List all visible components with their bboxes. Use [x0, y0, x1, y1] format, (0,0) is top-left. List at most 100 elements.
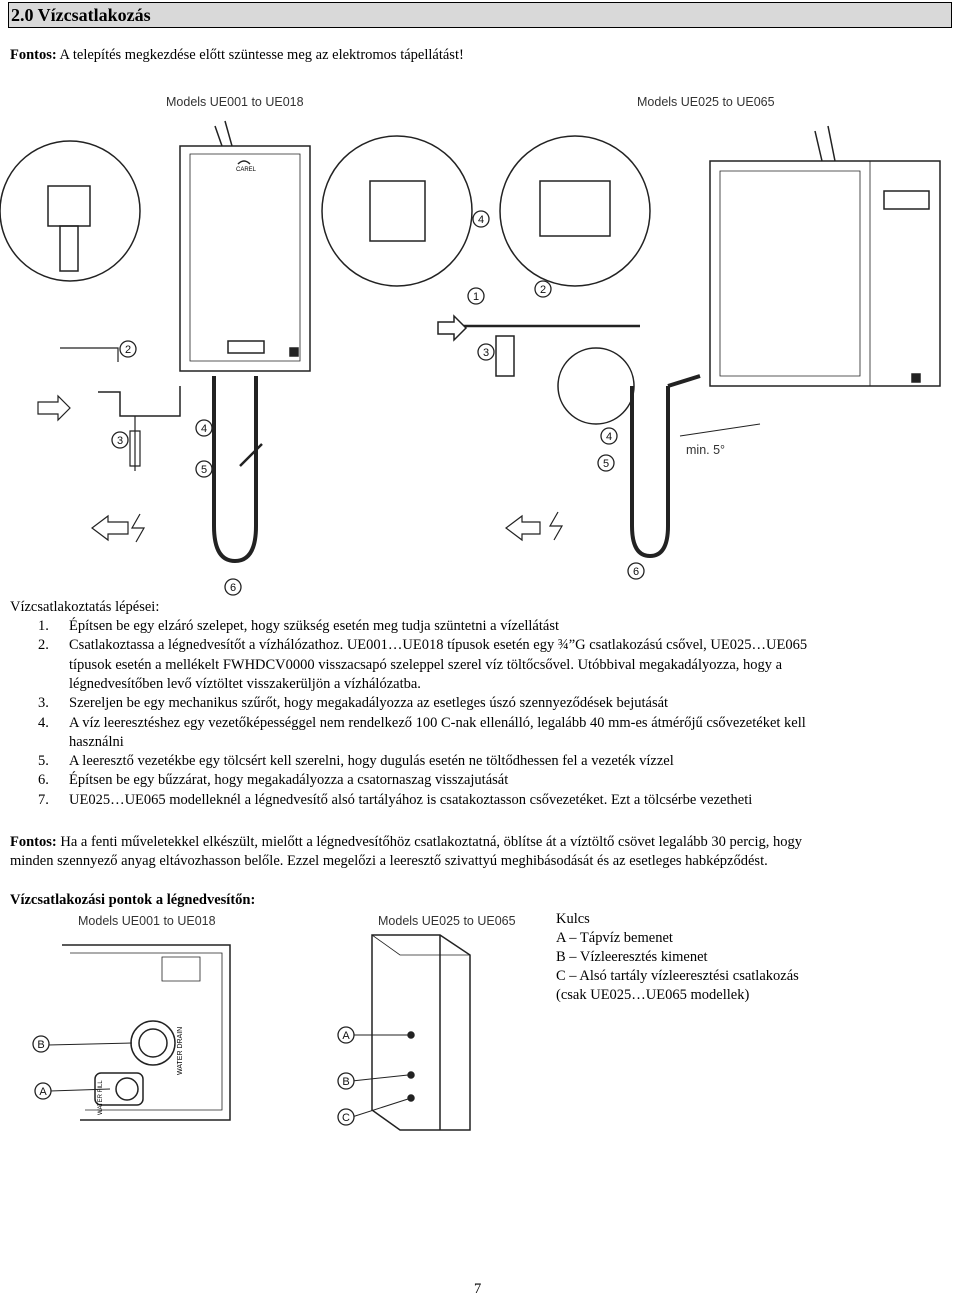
svg-text:4: 4	[478, 214, 484, 226]
step-number: 5.	[38, 753, 49, 770]
diagram-right-title: Models UE025 to UE065	[637, 95, 775, 109]
svg-text:3: 3	[483, 347, 489, 359]
svg-text:B: B	[37, 1039, 44, 1051]
key-item-b: B – Vízleeresztés kimenet	[556, 949, 708, 965]
detail-valve-circle	[0, 140, 141, 282]
section-header: 2.0 Vízcsatlakozás	[8, 2, 952, 28]
svg-text:5: 5	[201, 464, 207, 476]
humidifier-large-unit	[709, 125, 941, 387]
svg-text:6: 6	[230, 582, 236, 594]
key-item-c-note: (csak UE025…UE065 modellek)	[556, 987, 750, 1003]
callout-4-right: 4	[600, 427, 618, 445]
points-right-title: Models UE025 to UE065	[378, 914, 516, 928]
callout-1-left: 2	[119, 340, 137, 358]
drain-outlet-arrow-right-icon	[505, 514, 541, 542]
warning-text: A telepítés megkezdése előtt szüntesse m…	[56, 47, 464, 63]
svg-text:2: 2	[540, 284, 546, 296]
callout-2-mid: 2	[534, 280, 552, 298]
callout-b-right: B	[337, 1072, 355, 1090]
leader-b-right	[351, 1074, 409, 1082]
svg-text:A: A	[39, 1086, 47, 1098]
step-number: 6.	[38, 772, 49, 789]
leader-a-left	[49, 1088, 111, 1092]
leader-b-left	[47, 1042, 133, 1046]
step-text: típusok esetén a mellékelt FWHDCV0000 vi…	[69, 656, 783, 673]
detail-connector-circle-1	[321, 135, 473, 287]
page-number: 7	[474, 1281, 482, 1297]
water-drain-label: WATER DRAIN	[177, 1027, 184, 1075]
callout-c-right: C	[337, 1108, 355, 1126]
step-text: A víz leeresztéshez egy vezetőképességge…	[69, 714, 806, 731]
key-title: Kulcs	[556, 911, 590, 927]
svg-text:5: 5	[603, 458, 609, 470]
filter-icon	[129, 416, 141, 471]
connection-points-title: Vízcsatlakozási pontok a légnedvesítőn:	[10, 892, 256, 908]
svg-text:4: 4	[201, 423, 207, 435]
svg-text:6: 6	[633, 566, 639, 578]
slope-line	[679, 423, 761, 437]
step-text: használni	[69, 733, 124, 750]
step-text: Csatlakoztassa a légnedvesítőt a vízháló…	[69, 637, 808, 654]
drain-outlet-arrow-icon	[91, 514, 129, 542]
small-unit-bottom	[62, 944, 231, 1121]
drain-pipe-right	[630, 374, 701, 559]
connection-points-diagram: Models UE001 to UE018 Models UE025 to UE…	[32, 914, 516, 1131]
callout-4-mid: 4	[472, 210, 490, 228]
callout-5-left: 5	[195, 460, 213, 478]
water-fill-label: WATER FILL	[98, 1080, 104, 1115]
callout-a-left: A	[34, 1082, 52, 1100]
brand-label: CAREL	[236, 167, 257, 173]
step-number: 4.	[38, 714, 49, 731]
callout-3-left: 3	[111, 431, 129, 449]
step-text: Építsen be egy bűzzárat, hogy megakadály…	[69, 772, 509, 789]
diagram-left-title: Models UE001 to UE018	[166, 95, 304, 109]
callout-b-left: B	[32, 1035, 50, 1053]
warning-label: Fontos:	[10, 47, 57, 63]
hose-assembly	[437, 314, 640, 425]
large-unit-bottom	[371, 934, 471, 1131]
callout-6-right: 6	[627, 562, 645, 580]
svg-text:B: B	[342, 1076, 349, 1088]
svg-text:1: 1	[473, 291, 479, 303]
svg-text:2: 2	[125, 344, 131, 356]
step-number: 1.	[38, 618, 49, 634]
supply-pipe	[98, 386, 181, 417]
svg-text:3: 3	[117, 435, 123, 447]
svg-text:4: 4	[606, 431, 612, 443]
step-text: Szereljen be egy mechanikus szűrőt, hogy…	[69, 695, 669, 712]
callout-3-mid: 3	[477, 343, 495, 361]
step-number: 7.	[38, 791, 49, 808]
step-text: légnedvesítőben levő víztöltet visszaker…	[69, 675, 421, 692]
steps-title: Vízcsatlakoztatás lépései:	[10, 599, 160, 615]
step-number: 2.	[38, 637, 49, 654]
lightning-right-icon	[548, 511, 564, 541]
warning-line: Fontos: A telepítés megkezdése előtt szü…	[10, 46, 464, 65]
key-item-a: A – Tápvíz bemenet	[556, 930, 673, 946]
final-warning-line-2: minden szennyező anyag eltávozhasson bel…	[10, 853, 768, 869]
callout-4-left: 4	[195, 419, 213, 437]
humidifier-small-unit	[179, 120, 311, 372]
lightning-icon	[130, 513, 146, 543]
final-warning-label: Fontos:	[10, 834, 57, 850]
slope-label: min. 5°	[686, 443, 725, 457]
leader-c-right	[351, 1098, 409, 1118]
points-left-title: Models UE001 to UE018	[78, 914, 216, 928]
supply-line	[60, 347, 119, 362]
step-text: Építsen be egy elzáró szelepet, hogy szü…	[69, 618, 560, 634]
callout-1-mid: 1	[467, 287, 485, 305]
key-item-c: C – Alsó tartály vízleeresztési csatlako…	[556, 968, 799, 984]
callout-5-right: 5	[597, 454, 615, 472]
step-number: 3.	[38, 695, 49, 712]
final-warning-text-1: Ha a fenti műveletekkel elkészült, mielő…	[56, 834, 803, 850]
final-warning-line-1: Fontos: Ha a fenti műveletekkel elkészül…	[10, 833, 802, 852]
water-inlet-arrow-icon	[37, 394, 71, 422]
step-text: UE025…UE065 modelleknél a légnedvesítő a…	[69, 791, 753, 808]
callout-6-left: 6	[224, 578, 242, 596]
installation-diagram: Models UE001 to UE018 Models UE025 to UE…	[0, 95, 941, 596]
step-text: A leeresztő vezetékbe egy tölcsért kell …	[69, 753, 674, 770]
callout-a-right: A	[337, 1026, 355, 1044]
detail-connector-circle-2	[499, 135, 651, 287]
svg-text:C: C	[342, 1112, 350, 1124]
svg-text:A: A	[342, 1030, 350, 1042]
section-title: 2.0 Vízcsatlakozás	[11, 5, 151, 25]
